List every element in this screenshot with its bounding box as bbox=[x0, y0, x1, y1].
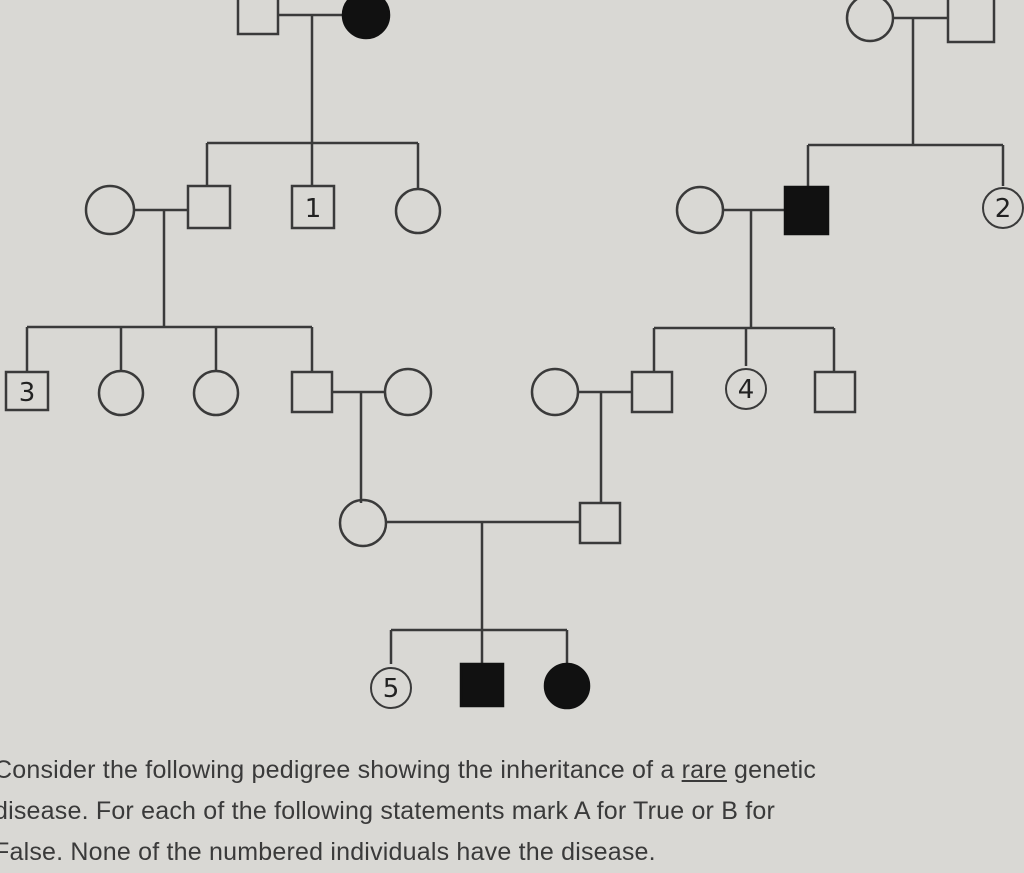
individual-4-marker bbox=[725, 368, 767, 410]
label-5: 5 bbox=[383, 674, 400, 704]
male-individual-1 bbox=[290, 184, 336, 230]
female-unaffected bbox=[394, 187, 442, 235]
male-unaffected bbox=[290, 370, 334, 414]
female-unaffected bbox=[530, 367, 580, 417]
question-line-1: Consider the following pedigree showing … bbox=[0, 750, 1024, 791]
question-line-1-end: genetic bbox=[726, 756, 817, 784]
female-affected bbox=[341, 0, 391, 40]
question-line-2: disease. For each of the following state… bbox=[0, 797, 776, 825]
descent-line bbox=[25, 327, 314, 372]
female-unaffected bbox=[675, 185, 725, 235]
label-2: 2 bbox=[995, 194, 1012, 224]
individual-5-marker bbox=[370, 667, 412, 709]
pedigree-chart: 1 2 3 4 5 bbox=[4, 0, 1024, 710]
descent-line bbox=[389, 630, 569, 664]
male-unaffected bbox=[578, 501, 622, 545]
female-unaffected bbox=[383, 367, 433, 417]
descent-line bbox=[205, 143, 420, 190]
question-text: Consider the following pedigree showing … bbox=[0, 750, 1024, 873]
label-1: 1 bbox=[305, 194, 322, 224]
female-unaffected bbox=[192, 369, 240, 417]
descent-line bbox=[806, 145, 1005, 187]
descent-line bbox=[652, 328, 836, 372]
female-affected bbox=[543, 662, 591, 710]
male-unaffected bbox=[186, 184, 232, 230]
question-line-3: False. None of the numbered individuals … bbox=[0, 838, 656, 866]
question-line-1-start: Consider the following pedigree showing … bbox=[0, 756, 682, 784]
emphasis-rare: rare bbox=[681, 756, 727, 784]
female-unaffected bbox=[845, 0, 895, 43]
label-4: 4 bbox=[738, 375, 755, 405]
male-unaffected bbox=[946, 0, 996, 44]
individual-2-marker bbox=[982, 187, 1024, 229]
female-unaffected bbox=[338, 498, 388, 548]
male-affected bbox=[459, 662, 505, 708]
label-3: 3 bbox=[19, 378, 36, 408]
female-unaffected bbox=[97, 369, 145, 417]
male-affected bbox=[783, 185, 830, 236]
male-unaffected bbox=[813, 370, 857, 414]
male-unaffected bbox=[236, 0, 280, 36]
female-unaffected bbox=[84, 184, 136, 236]
male-unaffected bbox=[630, 370, 674, 414]
male-individual-3 bbox=[4, 370, 50, 412]
